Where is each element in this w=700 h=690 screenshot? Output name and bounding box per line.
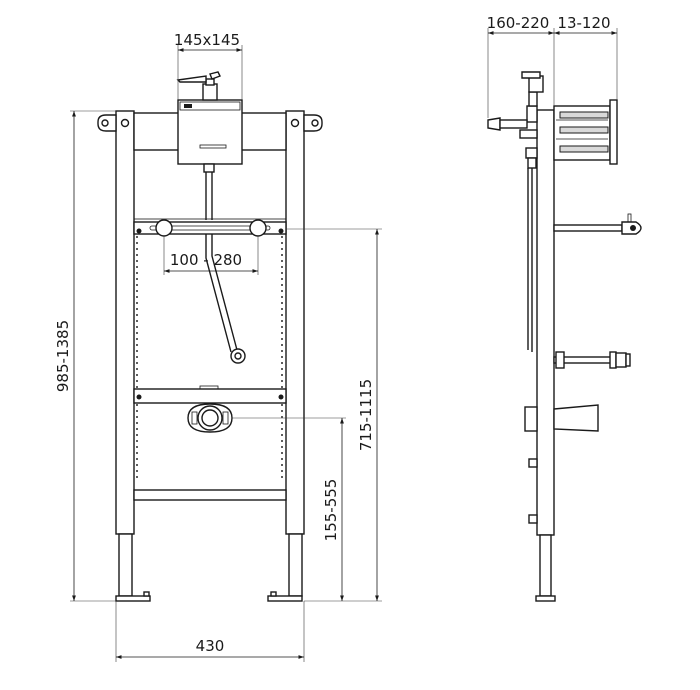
front-dimensions: 145x145 100 - 280 985-1385 715-1115 155-… (54, 31, 382, 662)
frame-width-label: 430 (196, 637, 225, 655)
side-view (487, 71, 642, 602)
left-tap (155, 219, 173, 237)
left-wall-lug (97, 114, 130, 132)
side-column (536, 109, 555, 536)
side-dimensions: 160-220 13-120 (487, 14, 618, 118)
front-view (97, 71, 323, 602)
left-leg (118, 533, 133, 597)
perforated-strips (136, 236, 283, 480)
wall-depth-label: 160-220 (487, 14, 550, 32)
side-bolt (553, 351, 631, 369)
right-tap (249, 219, 267, 237)
total-height-label: 985-1385 (54, 320, 72, 392)
right-leg (288, 533, 303, 597)
valve-handle (176, 71, 221, 101)
left-column (115, 110, 135, 535)
right-foot (267, 595, 303, 602)
left-foot (115, 595, 151, 602)
right-column (285, 110, 305, 535)
box-size-label: 145x145 (174, 31, 240, 49)
side-leg (539, 534, 552, 597)
lower-rail (133, 388, 287, 404)
outlet-height-label: 155-555 (322, 479, 340, 542)
box-depth-label: 13-120 (557, 14, 610, 32)
side-tap-arm (553, 213, 642, 235)
valve-box (177, 99, 243, 165)
outlet (187, 403, 233, 433)
bottom-rail (133, 489, 287, 501)
flush-pipe (205, 234, 246, 364)
right-wall-lug (290, 114, 323, 132)
side-valve-mechanism (487, 71, 618, 352)
tap-spacing-label: 100 - 280 (170, 251, 242, 269)
tap-height-label: 715-1115 (357, 379, 375, 451)
side-outlet (524, 404, 599, 524)
